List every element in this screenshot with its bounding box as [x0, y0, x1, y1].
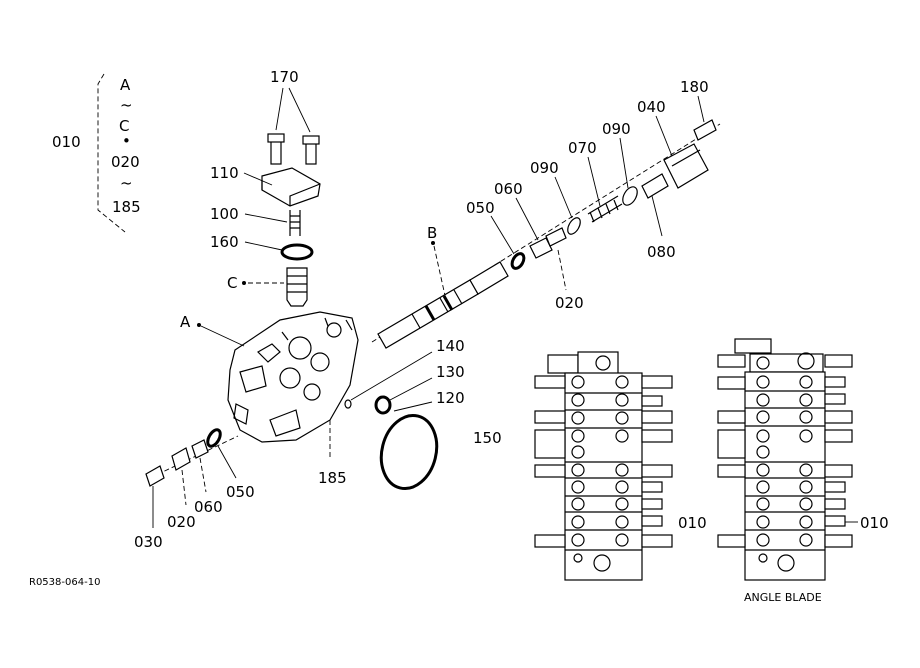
- label-160: 160: [210, 233, 239, 251]
- valve-stack-right: 010 ANGLE BLADE: [717, 338, 889, 604]
- label-130: 130: [436, 363, 465, 381]
- legend-line-7: 185: [112, 198, 141, 216]
- label-090-lower: 090: [530, 159, 559, 177]
- label-090-upper: 090: [602, 120, 631, 138]
- label-185-body: 185: [318, 469, 347, 487]
- cover-assembly: 170 110 100 160 C: [210, 68, 321, 307]
- label-a: A: [180, 313, 191, 331]
- label-020-top: 020: [555, 294, 584, 312]
- legend-line-1: A: [120, 76, 131, 94]
- label-020-bottom: 020: [167, 513, 196, 531]
- o-ring-050: [510, 252, 526, 270]
- label-050-bottom: 050: [226, 483, 255, 501]
- legend-line-4: •: [122, 132, 131, 150]
- legend-line-3: C: [119, 117, 129, 135]
- label-100: 100: [210, 205, 239, 223]
- legend-line-5: 020: [111, 153, 140, 171]
- label-010-main: 010: [52, 133, 81, 151]
- valve-body: A 185: [180, 311, 359, 487]
- valve-stack-left: 010: [534, 351, 707, 581]
- legend-line-2: ~: [120, 96, 133, 114]
- label-010-right-stack: 010: [860, 514, 889, 532]
- label-050-top: 050: [466, 199, 495, 217]
- label-060-bottom: 060: [194, 498, 223, 516]
- label-030: 030: [134, 533, 163, 551]
- label-120: 120: [436, 389, 465, 407]
- label-010-left-stack: 010: [678, 514, 707, 532]
- label-060-top: 060: [494, 180, 523, 198]
- label-b: B: [427, 224, 437, 242]
- label-c: C: [227, 274, 237, 292]
- label-170: 170: [270, 68, 299, 86]
- figure-code: R0538-064-10: [29, 577, 100, 588]
- label-150: 150: [473, 429, 502, 447]
- spool-assembly: B 050 060 020 090 070 090 080 040: [371, 78, 721, 349]
- legend-line-6: ~: [120, 174, 133, 192]
- label-140: 140: [436, 337, 465, 355]
- label-110: 110: [210, 164, 239, 182]
- label-080: 080: [647, 243, 676, 261]
- o-ring-130: [374, 395, 392, 415]
- label-180: 180: [680, 78, 709, 96]
- o-ring-050-bottom: [206, 428, 222, 448]
- label-070: 070: [568, 139, 597, 157]
- label-040: 040: [637, 98, 666, 116]
- o-ring-150: [379, 414, 439, 490]
- seal-set: 140 130 120 150: [344, 337, 502, 490]
- o-ring-160: [280, 243, 314, 261]
- legend-bracket: 010 A ~ C • 020 ~ 185: [52, 73, 141, 233]
- angle-blade-caption: ANGLE BLADE: [744, 591, 822, 604]
- lower-spool-end: 030 020 060 050: [134, 428, 255, 551]
